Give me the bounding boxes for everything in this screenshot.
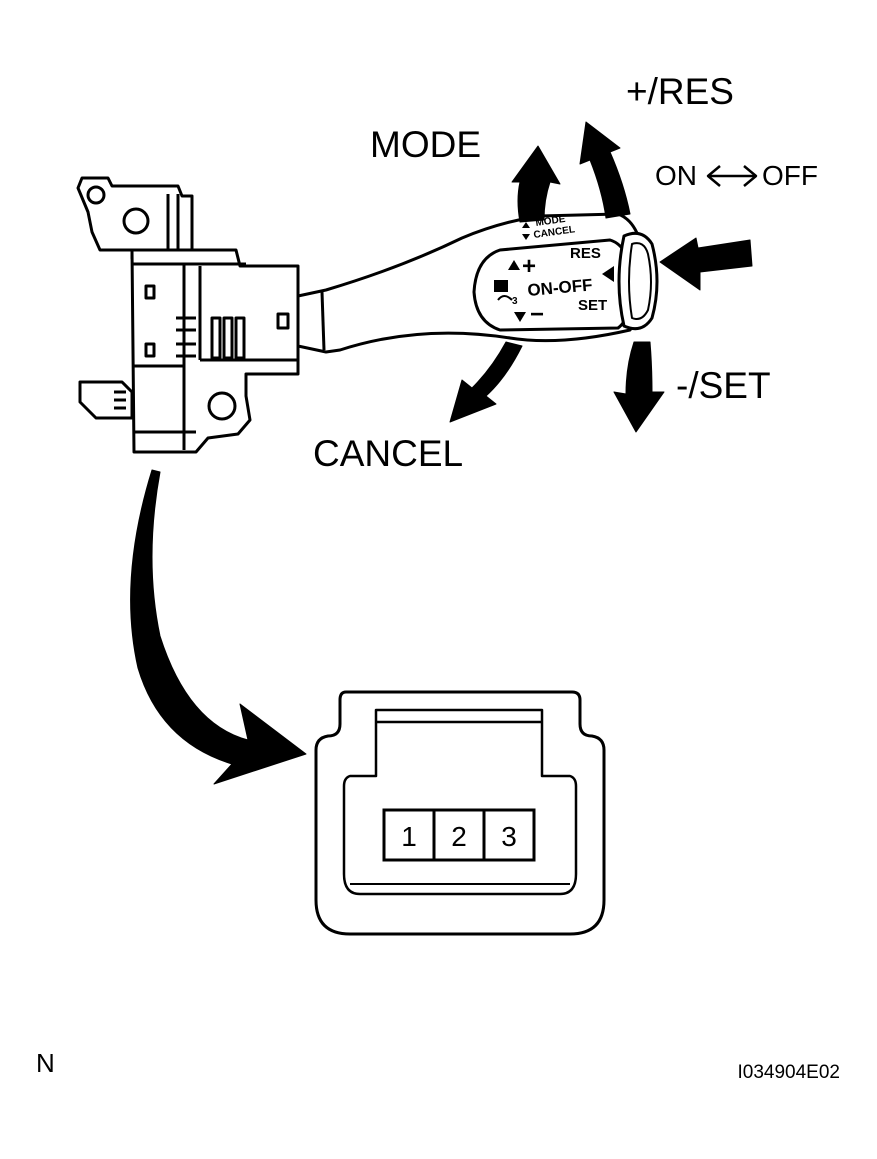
cruise-lever [296, 212, 659, 354]
on-label: ON [655, 160, 697, 191]
pin-2-label: 2 [451, 821, 467, 852]
set-label: -/SET [676, 365, 771, 406]
footer-left-code: N [36, 1048, 55, 1078]
res-arrow-icon [579, 121, 631, 219]
lever-up-arrow-icon [508, 260, 520, 270]
operation-arrows [130, 121, 753, 785]
figure-id: I034904E02 [738, 1062, 841, 1083]
terminal [210, 316, 222, 360]
set-arrow-icon [613, 341, 665, 433]
terminal [234, 316, 246, 360]
connector-pointer-arrow-icon [130, 469, 307, 785]
pin-3-label: 3 [501, 821, 517, 852]
svg-text:3: 3 [512, 296, 518, 307]
mount-hole [122, 207, 150, 235]
lever-plus-text: + [522, 253, 536, 280]
off-label: OFF [762, 160, 818, 191]
res-label: +/RES [626, 71, 734, 112]
housing-slot-1 [144, 284, 156, 300]
pin-box [482, 808, 536, 862]
pin-1: 1 [382, 808, 436, 862]
pin-3: 3 [482, 808, 536, 862]
push-arrow-icon [659, 237, 753, 291]
operation-labels: MODE +/RES ON OFF -/SET CANCEL [313, 71, 818, 474]
lever-minus-text: − [530, 301, 544, 328]
lever-left-arrow-icon [602, 266, 614, 282]
pin-1-label: 1 [401, 821, 417, 852]
lever-set-text: SET [578, 297, 607, 314]
on-off-label: ON OFF [655, 160, 818, 191]
cancel-label: CANCEL [313, 433, 463, 474]
lever-down-arrow-icon [514, 312, 526, 322]
mount-hole-small [86, 185, 106, 205]
pin-box [382, 808, 436, 862]
housing-slot-2 [144, 342, 156, 358]
mode-label: MODE [370, 124, 481, 165]
pin-2: 2 [432, 808, 486, 862]
mode-arrow-icon [511, 145, 561, 223]
terminal [222, 316, 234, 360]
housing-slot-3 [276, 312, 290, 330]
pin-box [432, 808, 486, 862]
cancel-arrow-icon [449, 341, 523, 423]
connector-pins: 1 2 3 [382, 808, 536, 862]
lever-res-text: RES [570, 245, 601, 262]
switch-housing [76, 176, 300, 454]
lever-down-triangle-icon [522, 234, 530, 240]
mount-hole-lower [207, 391, 237, 421]
cruise-control-icon: 3 [494, 280, 518, 307]
lever-up-triangle-icon [522, 222, 530, 228]
double-arrow-icon [706, 165, 758, 187]
